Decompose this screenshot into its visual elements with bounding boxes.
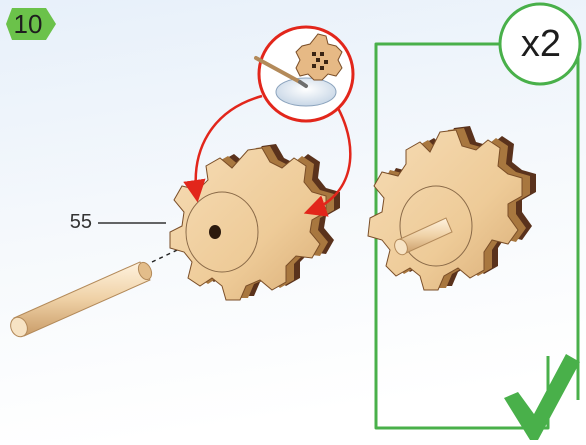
part-number-label: 55 [40, 208, 92, 236]
step-number: 10 [8, 8, 48, 40]
quantity-label: x2 [500, 16, 582, 72]
glue-callout [256, 27, 353, 121]
glue-dish-icon [276, 78, 336, 106]
